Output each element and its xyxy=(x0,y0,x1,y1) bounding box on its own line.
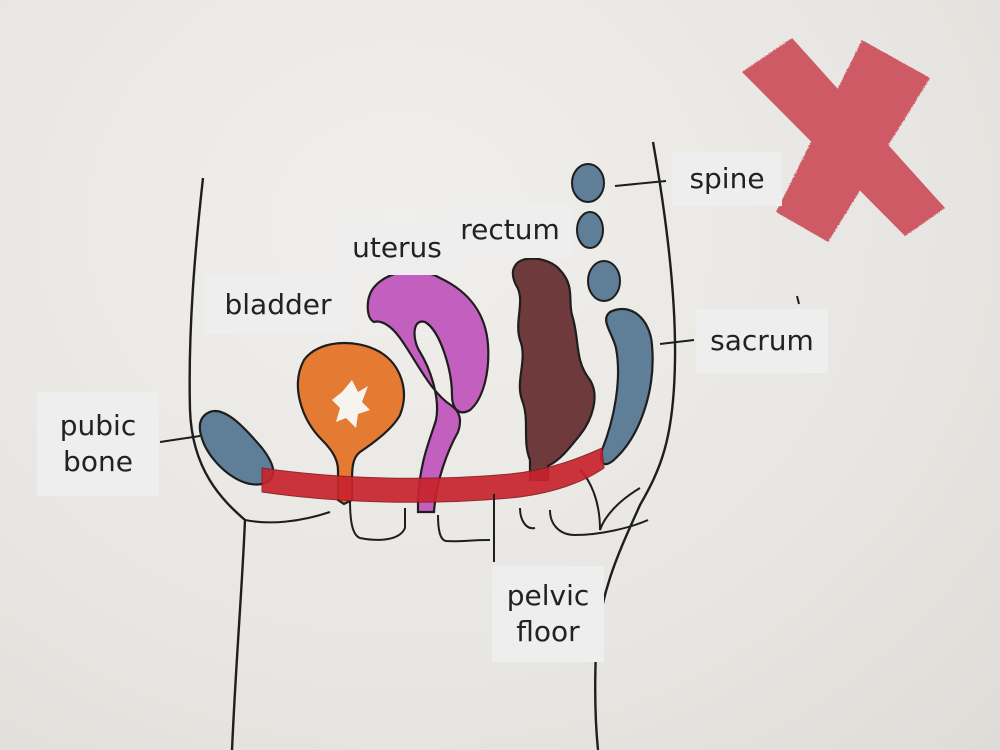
label-sacrum: sacrum xyxy=(696,309,828,373)
uterus-shape xyxy=(366,270,490,514)
leader-pubic-bone xyxy=(159,435,201,443)
leader-sacrum xyxy=(659,339,695,345)
pelvic-floor-muscle xyxy=(261,447,605,503)
sacrum-shape xyxy=(599,307,654,466)
label-spine: spine xyxy=(672,152,782,206)
bladder-highlight xyxy=(332,380,370,428)
spine-vertebra-3 xyxy=(587,260,621,302)
rectum-shape xyxy=(511,257,596,482)
label-rectum: rectum xyxy=(447,203,573,258)
lower-bowl-contour xyxy=(349,469,649,543)
tick-mark xyxy=(796,295,800,305)
leader-spine xyxy=(614,180,667,187)
label-pubic-bone: pubic bone xyxy=(37,392,159,496)
lower-left-contour xyxy=(244,511,331,524)
body-outline-right xyxy=(593,141,677,750)
label-bladder: bladder xyxy=(204,276,352,334)
spine-vertebra-1 xyxy=(571,163,605,203)
label-uterus: uterus xyxy=(335,219,459,275)
body-outline-left xyxy=(188,177,247,750)
label-pelvic-floor: pelvic floor xyxy=(492,566,604,662)
red-cross-icon xyxy=(742,38,945,242)
spine-vertebra-2 xyxy=(576,211,604,249)
bladder-shape xyxy=(296,341,405,506)
